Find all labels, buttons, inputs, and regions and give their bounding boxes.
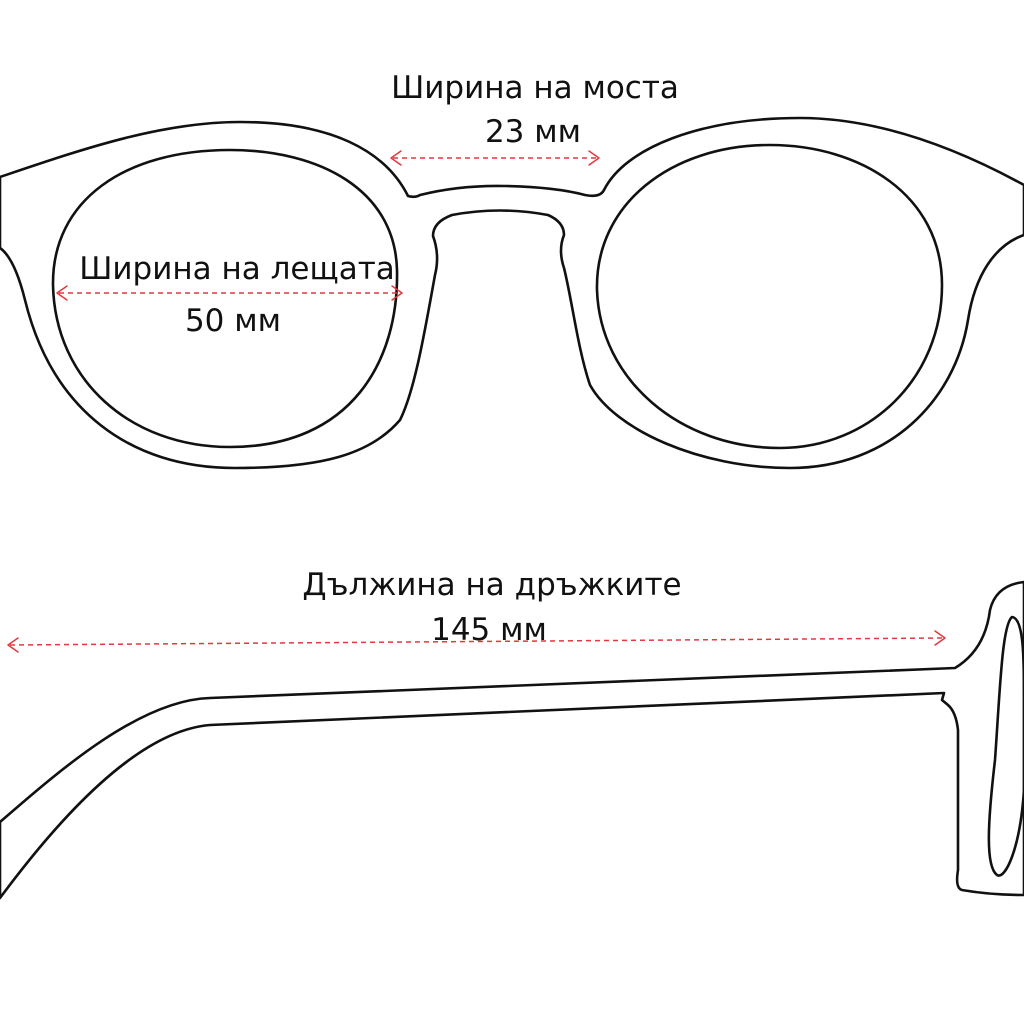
lens-width-value: 50 мм: [185, 303, 281, 339]
temple-length-label: Дължина на дръжките: [302, 567, 681, 603]
bridge-width-value: 23 мм: [485, 114, 581, 150]
temple-arrow-left: [7, 637, 19, 653]
bridge-width-label: Ширина на моста: [391, 70, 679, 106]
frame-outline: [0, 116, 1024, 470]
left-lens: [51, 148, 399, 449]
bridge-arrow-right: [588, 150, 600, 166]
lens-width-label: Ширина на лещата: [79, 251, 395, 287]
side-lens: [987, 615, 1024, 877]
lens-arrow-left: [56, 285, 68, 301]
bridge-arrow-left: [390, 150, 402, 166]
temple-dimension: [7, 630, 946, 653]
temple-length-value: 145 мм: [431, 612, 547, 648]
lens-arrow-right: [391, 285, 403, 301]
lens-dimension: [56, 285, 403, 301]
temple-dimension-line: [9, 637, 944, 646]
bridge-dimension: [390, 150, 600, 166]
temple-arm: [0, 580, 1024, 900]
front-view: [0, 116, 1024, 470]
right-lens: [595, 143, 944, 450]
temple-arrow-right: [934, 630, 946, 646]
